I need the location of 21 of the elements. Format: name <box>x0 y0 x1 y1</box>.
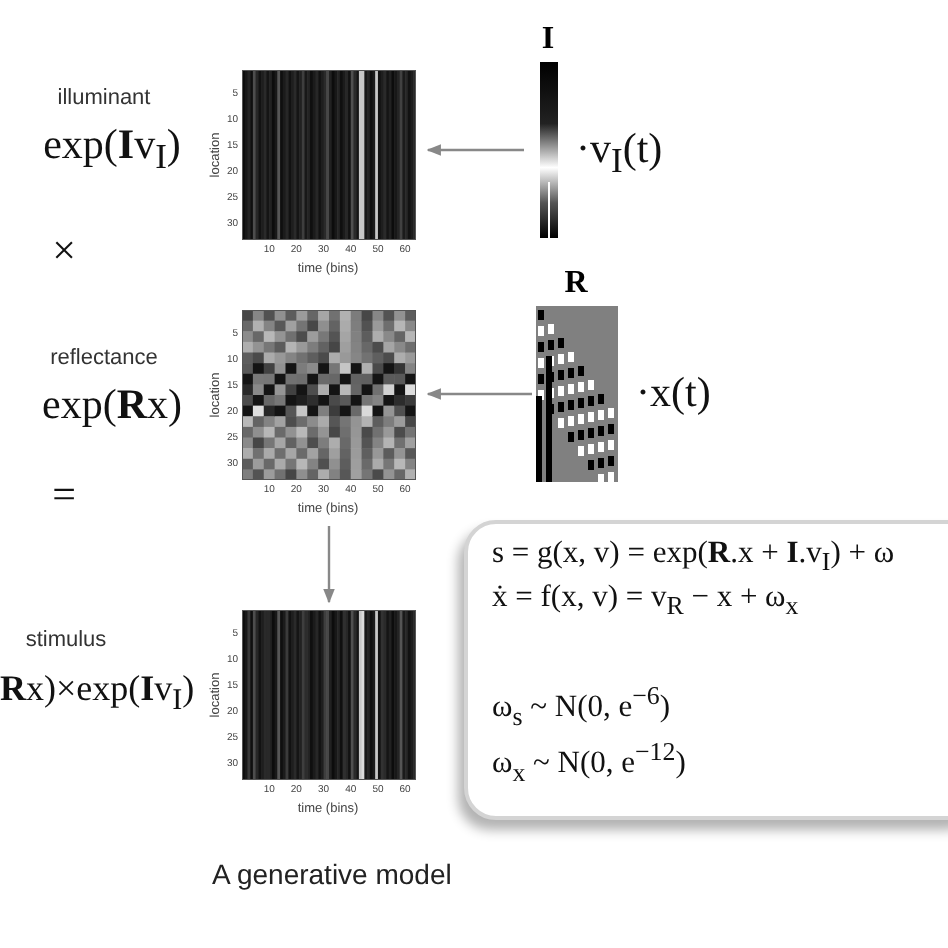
matrix-label: R <box>564 264 588 304</box>
equation: ω$_{x}$ ~ N(0, e$^{−12}$) <box>492 736 686 789</box>
text-label: reflectance <box>50 346 158 370</box>
operator-sign: × <box>52 226 76 276</box>
equation: s = g(x, v) = exp(R.x + I.v$_{I}$) + ω <box>492 536 895 579</box>
arrow <box>426 388 532 400</box>
arrow <box>323 526 335 604</box>
formula: exp(Rx) <box>42 380 182 430</box>
text-label: stimulus <box>25 628 107 652</box>
equation: ẋ = f(x, v) = v$_{R}$ − x + ω$_{x}$ <box>492 580 799 623</box>
equation-panel <box>464 520 948 820</box>
arrow <box>426 144 524 156</box>
formula: exp(Iv$_{I}$) <box>43 120 181 179</box>
formula: ·v$_{I}$(t) <box>576 124 663 183</box>
caption: A generative model <box>212 858 452 890</box>
operator-sign: = <box>52 470 76 520</box>
text-label: illuminant <box>57 86 151 110</box>
formula: Rx)×exp(Iv$_{I}$) <box>0 668 195 720</box>
formula: ·x(t) <box>636 368 711 418</box>
equation: ω$_{s}$ ~ N(0, e$^{−6}$) <box>492 680 671 733</box>
matrix-label: I <box>541 20 555 60</box>
